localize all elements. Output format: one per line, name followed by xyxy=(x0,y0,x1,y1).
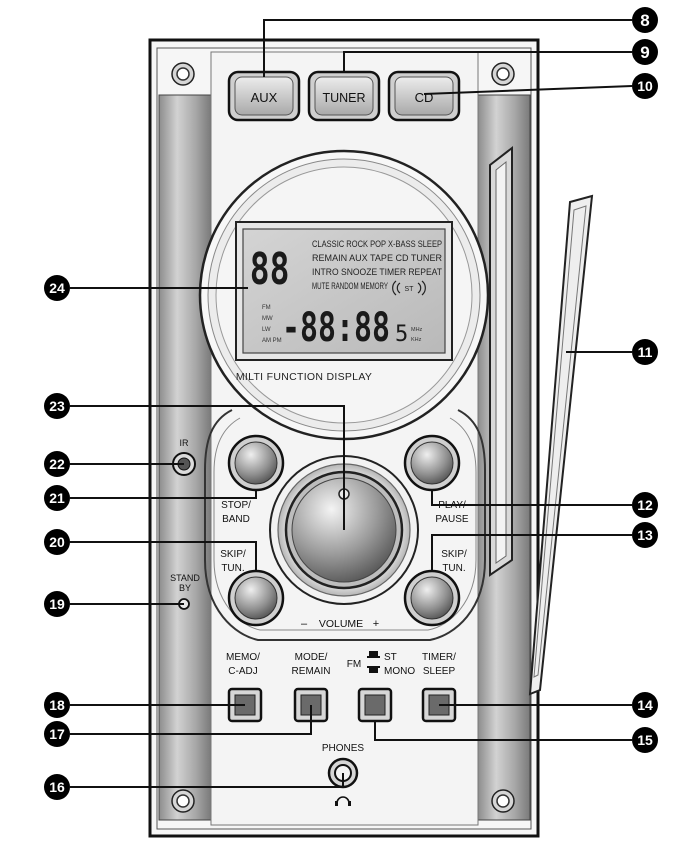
callout-18: 18 xyxy=(44,692,70,718)
ir-label: IR xyxy=(180,438,190,448)
timer-label-1: TIMER/ xyxy=(422,652,456,663)
lcd-mhz: MHz xyxy=(411,327,423,333)
timer-label-2: SLEEP xyxy=(423,666,456,677)
lcd-row-4: MUTE RANDOM MEMORY xyxy=(312,281,388,291)
slot-cover-flap xyxy=(528,194,594,696)
standby-label-1: STAND xyxy=(170,573,200,583)
callout-14: 14 xyxy=(632,692,658,718)
svg-text:20: 20 xyxy=(49,534,65,550)
play-pause-button[interactable] xyxy=(403,434,461,492)
memo-label-2: C-ADJ xyxy=(228,666,257,677)
svg-text:15: 15 xyxy=(637,732,653,748)
tuner-label: TUNER xyxy=(322,91,365,105)
stereo-indicator-icon: ST xyxy=(392,280,426,296)
svg-text:8: 8 xyxy=(640,11,649,30)
display-caption: MILTI FUNCTION DISPLAY xyxy=(236,371,372,383)
svg-text:19: 19 xyxy=(49,596,65,612)
skip-left-label-1: SKIP/ xyxy=(220,549,246,560)
svg-text:21: 21 xyxy=(49,490,65,506)
stop-band-button[interactable] xyxy=(227,434,285,492)
fm-st-label: ST xyxy=(384,652,397,663)
disc-slot[interactable] xyxy=(489,145,513,577)
screw-bottom-left xyxy=(171,789,195,813)
lcd-band-mw: MW xyxy=(262,316,273,322)
skip-right-label-1: SKIP/ xyxy=(441,549,467,560)
headphones-icon xyxy=(335,796,351,806)
svg-text:22: 22 xyxy=(49,456,65,472)
cd-button[interactable]: CD xyxy=(387,70,461,122)
screw-top-right xyxy=(491,62,515,86)
tuner-button[interactable]: TUNER xyxy=(307,70,381,122)
lcd-row-2: REMAIN AUX TAPE CD TUNER xyxy=(312,253,442,263)
cd-label: CD xyxy=(415,90,434,105)
volume-plus: + xyxy=(373,618,379,630)
play-pause-label-2: PAUSE xyxy=(435,514,468,525)
callout-13: 13 xyxy=(632,522,658,548)
fm-label: FM xyxy=(347,659,361,670)
switch-up-icon xyxy=(367,651,380,658)
skip-right-label-2: TUN. xyxy=(442,563,465,574)
volume-minus: – xyxy=(301,618,308,630)
fm-mono-label: MONO xyxy=(384,666,415,677)
callout-15: 15 xyxy=(632,727,658,753)
callout-17: 17 xyxy=(44,721,70,747)
svg-text:24: 24 xyxy=(49,280,65,296)
svg-text:10: 10 xyxy=(637,78,653,94)
skip-tune-down-button[interactable] xyxy=(227,569,285,627)
svg-text:14: 14 xyxy=(637,697,653,713)
mode-label-2: REMAIN xyxy=(292,666,331,677)
skip-left-label-2: TUN. xyxy=(221,563,244,574)
lcd-band-fm: FM xyxy=(262,305,271,311)
stop-band-label-1: STOP/ xyxy=(221,500,251,511)
callout-23: 23 xyxy=(44,393,70,419)
callout-24: 24 xyxy=(44,275,70,301)
aux-button[interactable]: AUX xyxy=(227,70,301,122)
stop-band-label-2: BAND xyxy=(222,514,250,525)
lcd-band-lw: LW xyxy=(262,327,271,333)
svg-text:11: 11 xyxy=(638,344,653,360)
svg-text:12: 12 xyxy=(637,497,653,513)
callout-8: 8 xyxy=(632,7,658,33)
svg-text:23: 23 xyxy=(49,398,65,414)
callout-10: 10 xyxy=(632,73,658,99)
aux-label: AUX xyxy=(251,90,278,105)
svg-text:18: 18 xyxy=(49,697,65,713)
svg-text:17: 17 xyxy=(49,726,65,742)
skip-tune-up-button[interactable] xyxy=(403,569,461,627)
lcd-time-digits: -88:88 xyxy=(282,305,390,351)
phones-label: PHONES xyxy=(322,743,365,754)
mode-label-1: MODE/ xyxy=(295,652,328,663)
callout-11: 11 xyxy=(632,339,658,365)
lcd-small-digit: 5 xyxy=(395,322,408,347)
lcd-ampm: AM PM xyxy=(262,338,282,344)
callout-20: 20 xyxy=(44,529,70,555)
callout-21: 21 xyxy=(44,485,70,511)
leader-lines xyxy=(70,19,633,788)
callout-22: 22 xyxy=(44,451,70,477)
callout-19: 19 xyxy=(44,591,70,617)
memo-label-1: MEMO/ xyxy=(226,652,260,663)
lcd-row-1: CLASSIC ROCK POP X-BASS SLEEP xyxy=(312,239,442,249)
screw-bottom-right xyxy=(491,789,515,813)
lcd-khz: KHz xyxy=(411,337,422,343)
volume-label: VOLUME xyxy=(319,618,363,630)
fm-st-mono-button[interactable] xyxy=(357,687,393,723)
svg-text:16: 16 xyxy=(49,779,65,795)
lcd-display: 88 CLASSIC ROCK POP X-BASS SLEEP REMAIN … xyxy=(235,221,453,361)
svg-text:9: 9 xyxy=(640,43,649,62)
lcd-row-3: INTRO SNOOZE TIMER REPEAT xyxy=(312,267,443,277)
callout-12: 12 xyxy=(632,492,658,518)
switch-down-icon xyxy=(367,666,380,673)
lcd-big-digits: 88 xyxy=(250,244,290,295)
callout-16: 16 xyxy=(44,774,70,800)
svg-text:13: 13 xyxy=(637,527,653,543)
standby-label-2: BY xyxy=(179,583,191,593)
callout-9: 9 xyxy=(632,39,658,65)
stereo-label: ST xyxy=(405,286,415,293)
screw-top-left xyxy=(171,62,195,86)
